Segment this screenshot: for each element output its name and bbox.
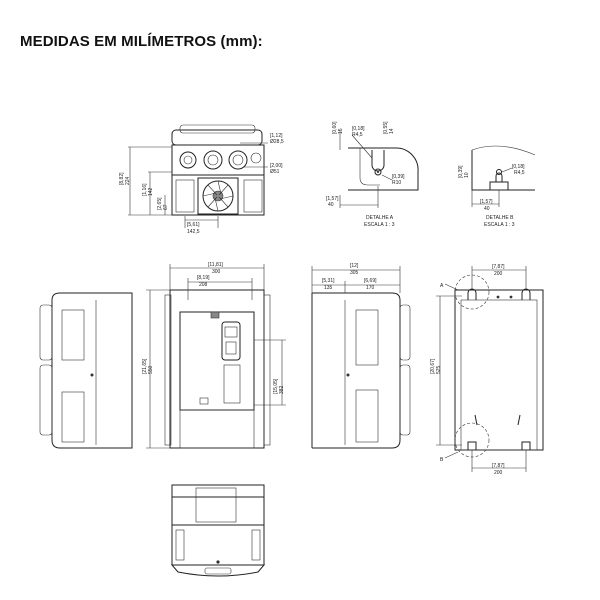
detail-a-d3b: 14	[389, 128, 395, 134]
detail-a-scale: ESCALA 1 : 3	[364, 222, 395, 228]
back-label-a: A	[440, 283, 444, 289]
back-label-b: B	[440, 457, 444, 463]
detail-a-d2b: R4,5	[352, 132, 363, 138]
back-w1: [7,87]	[492, 264, 505, 270]
top-d2: [2,00]	[270, 163, 283, 169]
top-h2: [1,16]	[142, 183, 148, 196]
back-h1: [20,67]	[430, 358, 436, 374]
top-h2b: 142	[148, 187, 154, 196]
top-w1: [5,61]	[187, 222, 200, 228]
front-h1b: 550	[148, 365, 154, 374]
detail-b-label: DETALHE B	[486, 215, 514, 221]
detail-a-d5b: 40	[328, 202, 334, 208]
detail-a-d1b: 15	[338, 128, 344, 134]
top-w1b: 142,5	[187, 229, 200, 235]
front-w2b: 208	[199, 282, 208, 288]
front-w1: [11,81]	[208, 262, 224, 268]
detail-b: [0,39] 10 [0,18] R4,5 [1,57] 40 DETALHE …	[458, 145, 536, 228]
top-d1b: Ø28,5	[270, 139, 284, 145]
front-h1: [21,65]	[142, 358, 148, 374]
top-h3b: 67	[163, 204, 169, 210]
side-w3: [6,69]	[364, 278, 377, 284]
side-w1b: 305	[350, 270, 359, 276]
detail-b-d1b: 10	[464, 172, 470, 178]
back-view: [7,87] 200 [20,67] 525 [7,87] 200 A B	[430, 264, 544, 476]
side-w3b: 170	[366, 285, 375, 291]
detail-b-scale: ESCALA 1 : 3	[484, 222, 515, 228]
back-h1b: 525	[436, 365, 442, 374]
detail-a-d1: [0,60]	[332, 121, 338, 134]
page-title: MEDIDAS EM MILÍMETROS (mm):	[20, 33, 263, 50]
back-w1b: 200	[494, 271, 503, 277]
detail-b-d3b: 40	[484, 206, 490, 212]
detail-a: [0,60] 15 [0,18] R4,5 [0,55] 14 [0,39] R…	[326, 121, 419, 228]
top-d2b: Ø51	[270, 169, 280, 175]
side-w2b: 135	[324, 285, 333, 291]
right-side-view: [12] 305 [5,31] 135 [6,69] 170	[311, 263, 411, 449]
side-w2: [5,31]	[322, 278, 335, 284]
detail-b-d2: [0,18]	[512, 164, 525, 170]
front-w1b: 300	[212, 269, 221, 275]
front-h2b: 382	[279, 385, 285, 394]
detail-a-d5: [1,57]	[326, 196, 339, 202]
front-h2: [15,05]	[273, 378, 279, 394]
back-w2: [7,87]	[492, 463, 505, 469]
front-view: [11,81] 300 [8,19] 208 [21,65] 550 [15,0…	[142, 262, 286, 449]
top-h1b: 224	[125, 176, 131, 185]
detail-b-d2b: R4,5	[514, 170, 525, 176]
detail-a-d2: [0,18]	[352, 126, 365, 132]
top-h3: [2,65]	[157, 197, 163, 210]
detail-a-d4: [0,39]	[392, 174, 405, 180]
detail-a-label: DETALHE A	[366, 215, 394, 221]
detail-a-d3: [0,55]	[383, 121, 389, 134]
top-h1: [8,82]	[119, 172, 125, 185]
left-side-view	[39, 292, 133, 449]
back-w2b: 200	[494, 470, 503, 476]
side-w1: [12]	[350, 263, 359, 269]
bottom-view	[170, 484, 266, 577]
detail-b-d1: [0,39]	[458, 165, 464, 178]
front-w2: [8,19]	[197, 275, 210, 281]
detail-a-d4b: R10	[392, 180, 401, 186]
top-view: [8,82] 224 [1,16] 142 [2,65] 67 [5,61] 1…	[119, 124, 284, 235]
top-d1: [1,12]	[270, 133, 283, 139]
detail-b-d3: [1,57]	[480, 199, 493, 205]
